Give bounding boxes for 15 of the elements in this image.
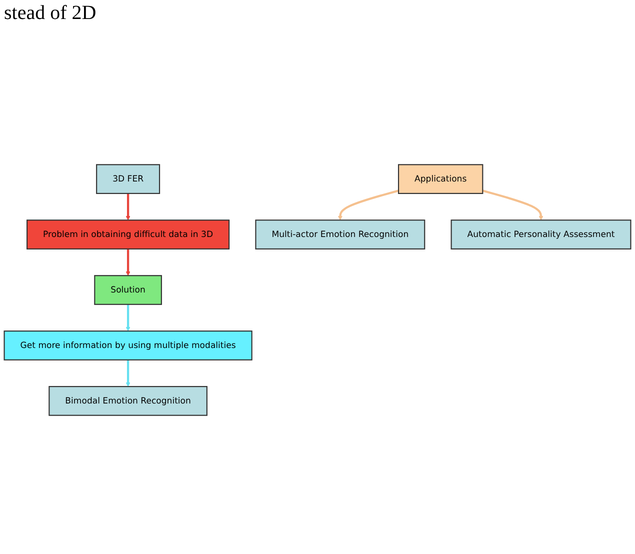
node-box: Applications [398, 164, 484, 194]
arrow [126, 360, 130, 387]
arrow [126, 248, 130, 276]
node-box: Get more information by using multiple modalities [4, 330, 252, 360]
arrow [482, 190, 544, 220]
node-box: 3D FER [96, 164, 160, 194]
arrow [338, 190, 399, 220]
arrow [126, 304, 130, 332]
arrow [126, 193, 130, 220]
node-box: Automatic Personality Assessment [450, 220, 632, 250]
node-box: Multi-actor Emotion Recognition [255, 220, 426, 250]
note-text: stead of 2D [4, 2, 96, 25]
node-box: Bimodal Emotion Recognition [48, 386, 208, 416]
node-box: Solution [94, 275, 162, 305]
node-box: Problem in obtaining difficult data in 3D [26, 220, 230, 250]
